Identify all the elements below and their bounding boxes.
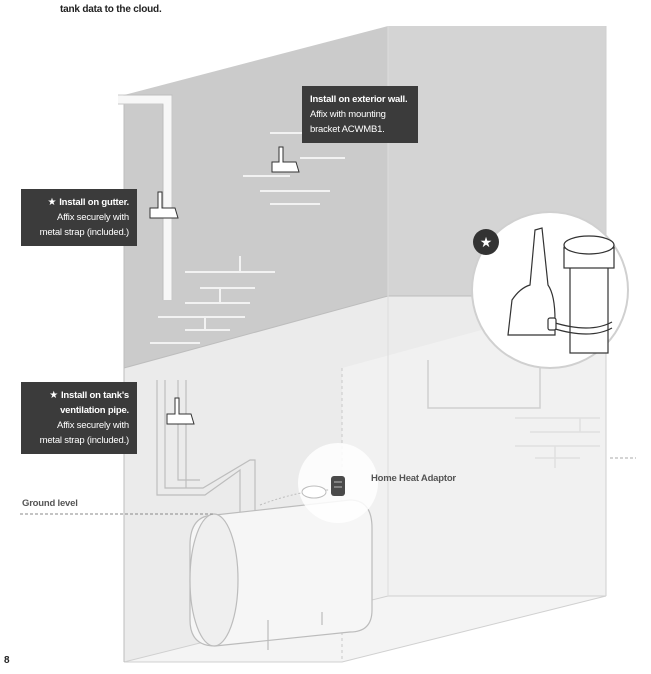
home-heat-adaptor-label: Home Heat Adaptor: [371, 473, 456, 484]
callout-exterior-wall: Install on exterior wall. Affix with mou…: [302, 86, 418, 143]
callout-vent-line2: metal strap (included.): [39, 435, 130, 446]
gutter-pipe: [118, 94, 173, 300]
callout-vent-line1: Affix securely with: [56, 420, 129, 431]
star-badge: [473, 229, 499, 255]
vent-pipes: [156, 380, 256, 520]
callout-gutter: ★Install on gutter. Affix securely with …: [21, 189, 137, 246]
bricks-upper: [150, 132, 345, 344]
home-heat-adaptor-icon: [331, 476, 345, 496]
callout-vent-title2: ventilation pipe.: [60, 405, 129, 416]
callout-exterior-wall-line1: Affix with mounting: [310, 109, 386, 120]
callout-gutter-title: Install on gutter.: [59, 197, 129, 208]
callout-gutter-line1: Affix securely with: [56, 212, 129, 223]
bricks-lower: [515, 417, 600, 468]
sensor-icon-wall: [271, 146, 300, 173]
callout-vent-title1: Install on tank's: [60, 390, 129, 401]
svg-text:★: ★: [480, 235, 493, 251]
callout-exterior-wall-title: Install on exterior wall.: [310, 94, 408, 105]
intro-text: tank data to the cloud.: [60, 4, 162, 15]
callout-exterior-wall-line2: bracket ACWMB1.: [310, 124, 385, 135]
magnified-detail: ★: [471, 211, 629, 369]
page-number: 8: [4, 655, 10, 666]
oil-tank: [189, 499, 373, 650]
star-icon: ★: [47, 197, 57, 208]
ground-level-label: Ground level: [22, 498, 78, 509]
callout-vent-pipe: ★Install on tank's ventilation pipe. Aff…: [21, 382, 137, 454]
basement-window: [427, 360, 541, 409]
sensor-icon-vent: [166, 397, 195, 425]
sensor-icon-gutter: [149, 191, 179, 219]
callout-gutter-line2: metal strap (included.): [39, 227, 130, 238]
star-icon: ★: [49, 390, 58, 401]
